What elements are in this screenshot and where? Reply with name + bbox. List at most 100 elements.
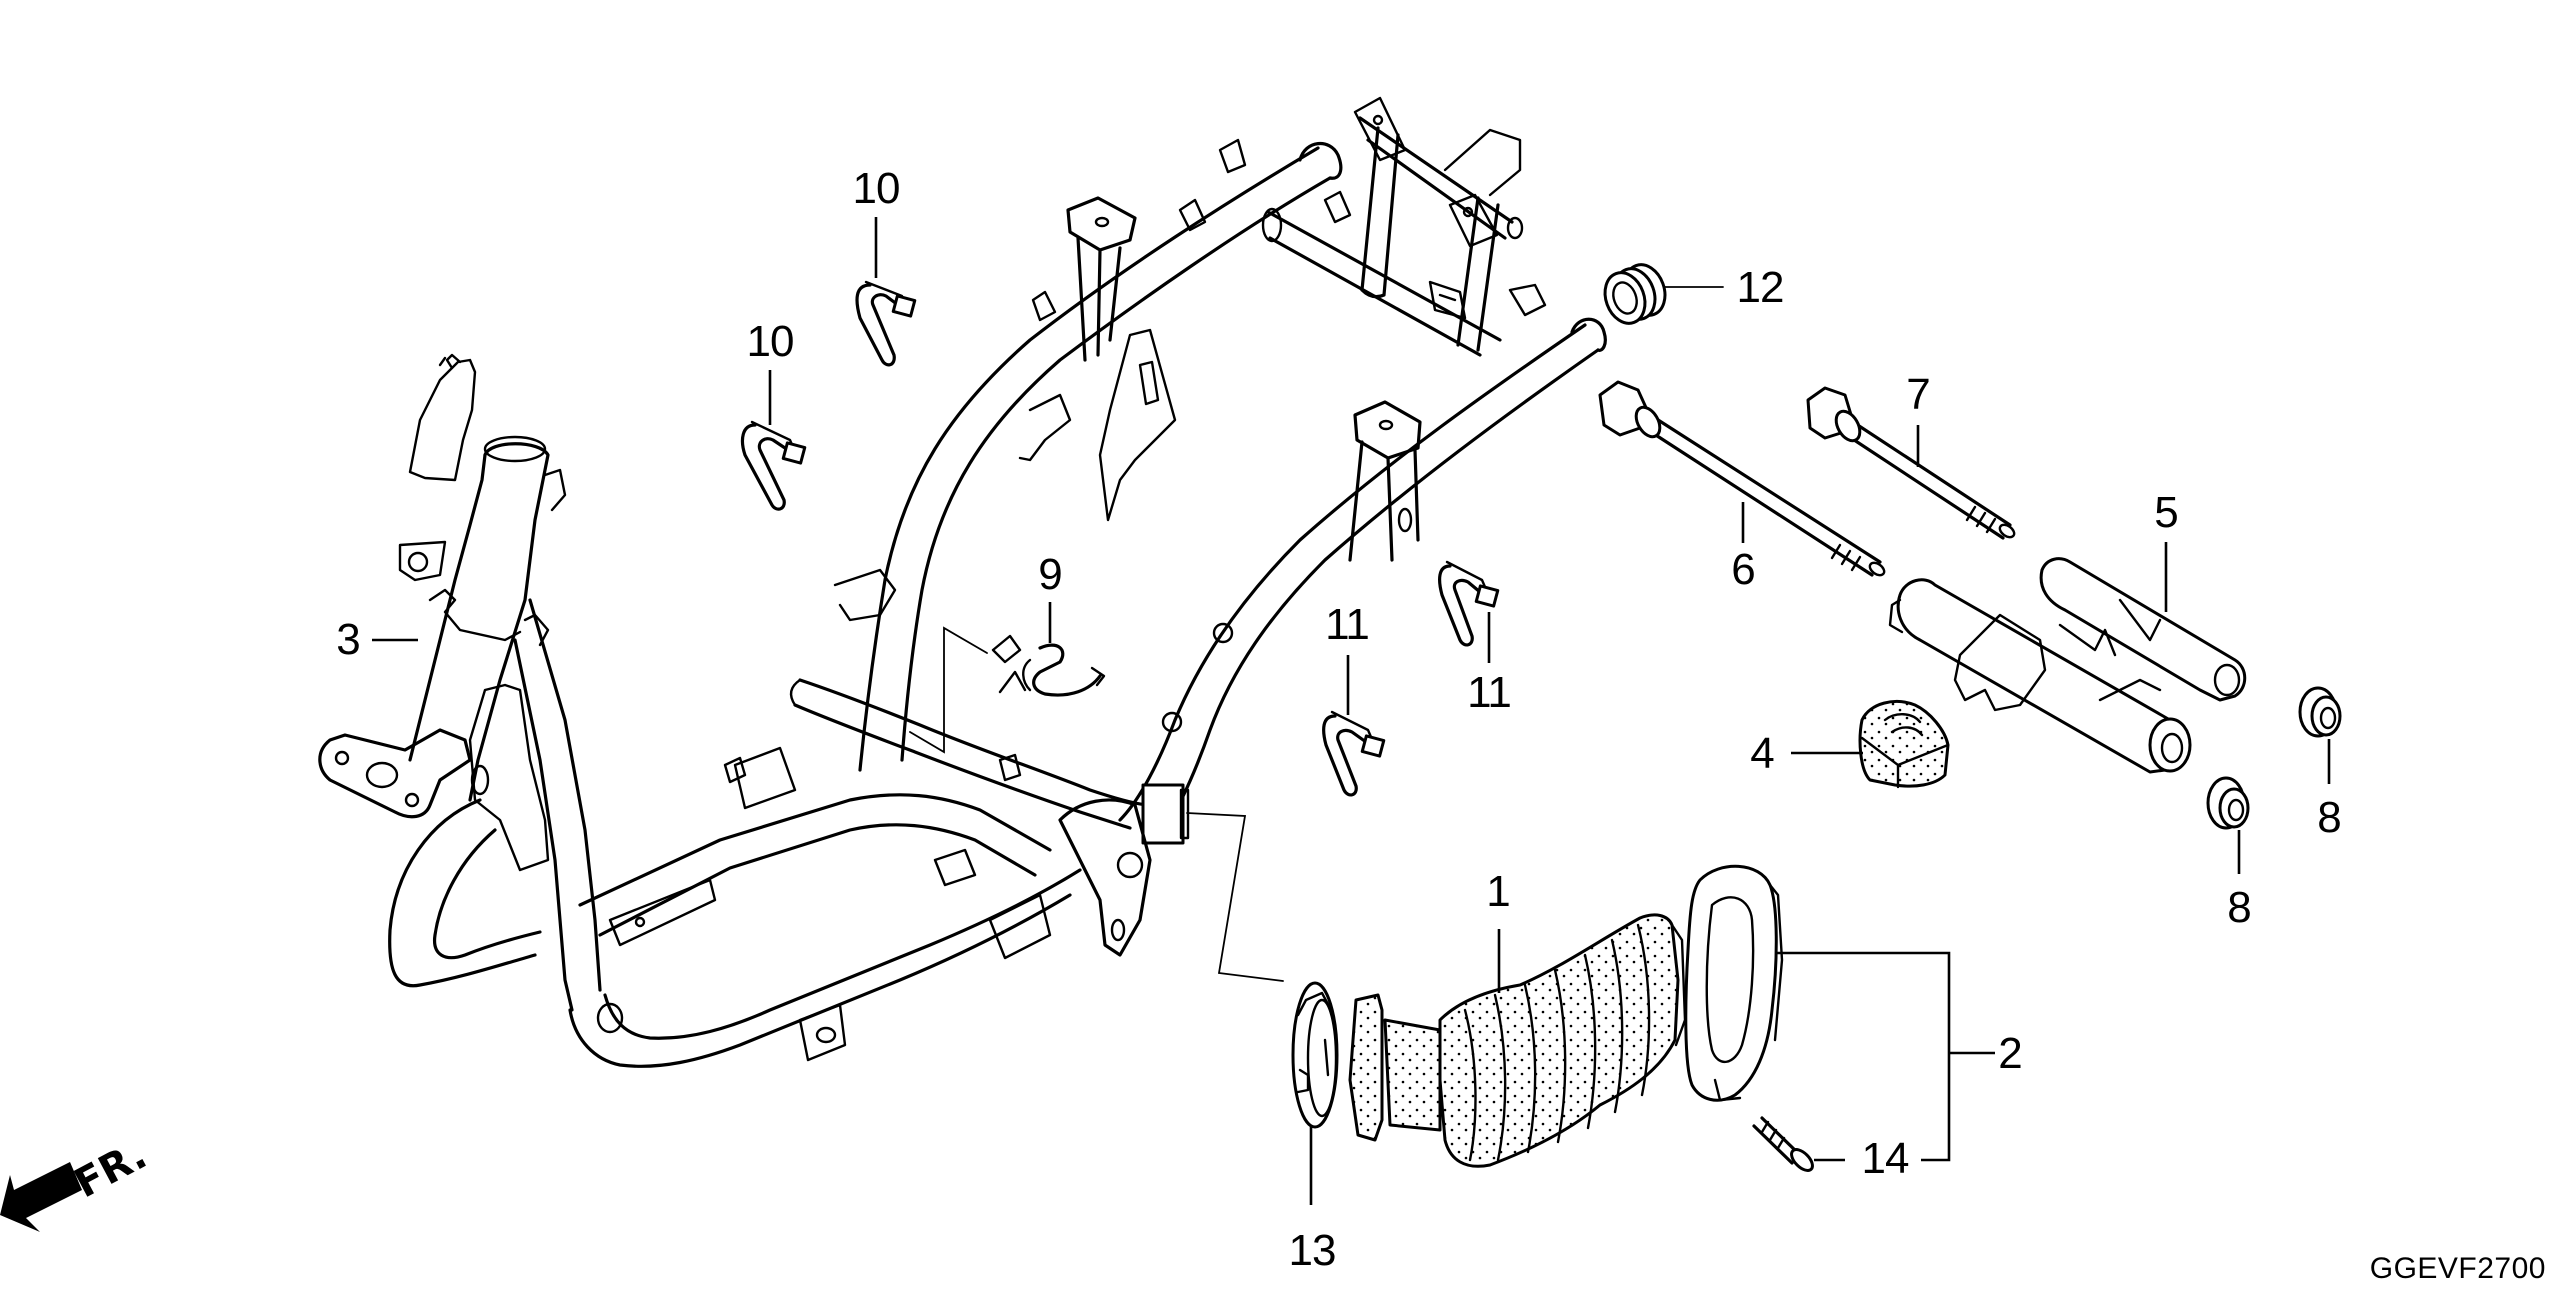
- frame-mount-hole-large: [365, 761, 399, 789]
- callout-2[interactable]: 2: [1998, 1029, 2023, 1078]
- part-14-screw[interactable]: [1752, 1116, 1816, 1174]
- callout-10-lower[interactable]: 10: [746, 317, 795, 366]
- frame-floor-tube-right: [578, 793, 1052, 907]
- frame-harness-clamp: [833, 568, 897, 622]
- frame-center-cross-member: [798, 678, 1152, 807]
- leader-13-location: [1186, 812, 1284, 982]
- frame-head-pipe-top: [483, 435, 547, 463]
- frame-floor-bracket-hole: [634, 916, 646, 928]
- frame-pedestal-right: [1348, 400, 1422, 562]
- frame-floor-slot: [933, 848, 977, 887]
- frame-carrier-post-left: [1360, 126, 1400, 299]
- part-10-harness-clip-lower[interactable]: [740, 420, 807, 511]
- leader-2-bracket: [1776, 951, 1951, 1162]
- frame-mount-hole: [404, 792, 420, 808]
- diagram-reference-code: GGEVF2700: [2369, 1252, 2546, 1285]
- callout-11-left[interactable]: 11: [1325, 600, 1370, 649]
- part-11-harness-clip-upper[interactable]: [1438, 560, 1500, 647]
- frame-front-down-tube: [513, 638, 574, 1012]
- frame-head-bracket-small: [523, 613, 550, 647]
- part-9-harness-band-clip[interactable]: [991, 634, 1106, 697]
- callout-7[interactable]: 7: [1906, 370, 1931, 419]
- callout-3[interactable]: 3: [336, 615, 361, 664]
- frame-carrier-arm: [1443, 128, 1522, 197]
- part-7-bolt[interactable]: [1806, 386, 2016, 540]
- part-8-nut-upper[interactable]: [2298, 686, 2342, 738]
- callout-11-right[interactable]: 11: [1467, 668, 1512, 717]
- frame-head-pipe: [468, 442, 550, 802]
- part-10-harness-clip-upper[interactable]: [855, 280, 917, 367]
- frame-rear-cross-tube: [1266, 210, 1502, 342]
- callout-4[interactable]: 4: [1750, 729, 1775, 778]
- frame-head-side-tab: [398, 540, 447, 582]
- frame-bracket-hole: [1372, 114, 1384, 126]
- part-4-rubber-stopper[interactable]: [1858, 700, 1950, 789]
- part-8-nut-lower[interactable]: [2206, 776, 2250, 830]
- callout-13[interactable]: 13: [1288, 1226, 1337, 1275]
- frame-clip-small: [723, 756, 747, 784]
- frame-pedestal-hole: [1378, 419, 1394, 431]
- frame-left-upper-rail-inner: [900, 176, 1332, 762]
- part-12-grommet[interactable]: [1598, 259, 1671, 329]
- callout-1[interactable]: 1: [1486, 867, 1511, 916]
- callout-10-upper[interactable]: 10: [852, 164, 901, 213]
- frame-right-upper-rail-inner: [1163, 348, 1600, 832]
- frame-box-bracket: [1428, 280, 1467, 320]
- frame-carrier-bracket-right: [1448, 193, 1499, 248]
- callout-14[interactable]: 14: [1861, 1134, 1910, 1183]
- frame-front-lower-loop: [388, 798, 537, 988]
- frame-front-lower-loop-inner: [433, 828, 542, 960]
- frame-hanger-plate-slot: [1138, 360, 1160, 406]
- frame-hanger-bracket: [1018, 393, 1072, 462]
- frame-carrier-bracket-left: [1353, 96, 1407, 162]
- frame-engine-hanger-hole: [1110, 918, 1126, 942]
- frame-connector-box: [1141, 783, 1185, 845]
- frame-boss: [1161, 711, 1183, 733]
- part-6-bolt[interactable]: [1598, 380, 1886, 578]
- callout-12[interactable]: 12: [1736, 263, 1785, 312]
- frame-steering-stop-plate: [408, 358, 477, 482]
- frame-center-cross-member-lower: [793, 703, 1132, 830]
- frame-right-rail-endcap: [1570, 317, 1607, 352]
- frame-pedestal-hole: [1094, 216, 1110, 228]
- frame-head-side-tab-hole: [407, 551, 429, 573]
- callout-9[interactable]: 9: [1038, 550, 1063, 599]
- frame-left-rail-endcap: [1298, 141, 1343, 180]
- frame-tab: [1323, 190, 1352, 224]
- part-5-engine-hanger-link[interactable]: [1888, 557, 2247, 774]
- part-2-tube-band[interactable]: [1684, 864, 1784, 1102]
- frame-floor-tube-left: [568, 893, 1072, 1068]
- frame-body[interactable]: [318, 96, 1607, 1068]
- callout-8-lower[interactable]: 8: [2227, 883, 2252, 932]
- callout-5[interactable]: 5: [2154, 488, 2179, 537]
- leader-lines: [372, 217, 2331, 1205]
- frame-tab: [1218, 138, 1247, 174]
- frame-mount-hole: [334, 750, 350, 766]
- frame-floor-clip: [798, 1003, 847, 1062]
- frame-tab: [1508, 283, 1547, 317]
- frame-floor-bracket-rear: [988, 893, 1052, 960]
- frame-bracket-hole: [1462, 206, 1474, 218]
- frame-steering-stop-tabs: [438, 353, 462, 370]
- frame-left-upper-rail: [858, 146, 1320, 772]
- frame-carrier-tube-end: [1506, 216, 1524, 240]
- frame-tab: [1031, 290, 1057, 322]
- callout-6[interactable]: 6: [1731, 545, 1756, 594]
- frame-cross-member-endcap: [789, 678, 802, 707]
- callout-8-right[interactable]: 8: [2317, 793, 2342, 842]
- frame-cross-tube-end: [1261, 207, 1283, 243]
- frame-floor-tube-right-inner: [598, 823, 1037, 937]
- part-11-harness-clip-lower[interactable]: [1322, 710, 1386, 797]
- frame-head-pipe-left-edge: [408, 453, 487, 762]
- frame-boss: [1212, 622, 1234, 644]
- part-1-connecting-tube[interactable]: [1348, 913, 1687, 1168]
- frame-engine-hanger-hole: [1116, 851, 1144, 879]
- frame-right-upper-rail: [1118, 323, 1587, 822]
- frame-hanger-plate: [1098, 328, 1177, 522]
- frame-floor-bracket: [608, 878, 717, 947]
- frame-engine-hanger: [1058, 798, 1152, 957]
- frame-gusset-hole: [470, 764, 490, 796]
- frame-head-wire-guide: [428, 588, 522, 642]
- part-13-band-clamp[interactable]: [1291, 981, 1339, 1129]
